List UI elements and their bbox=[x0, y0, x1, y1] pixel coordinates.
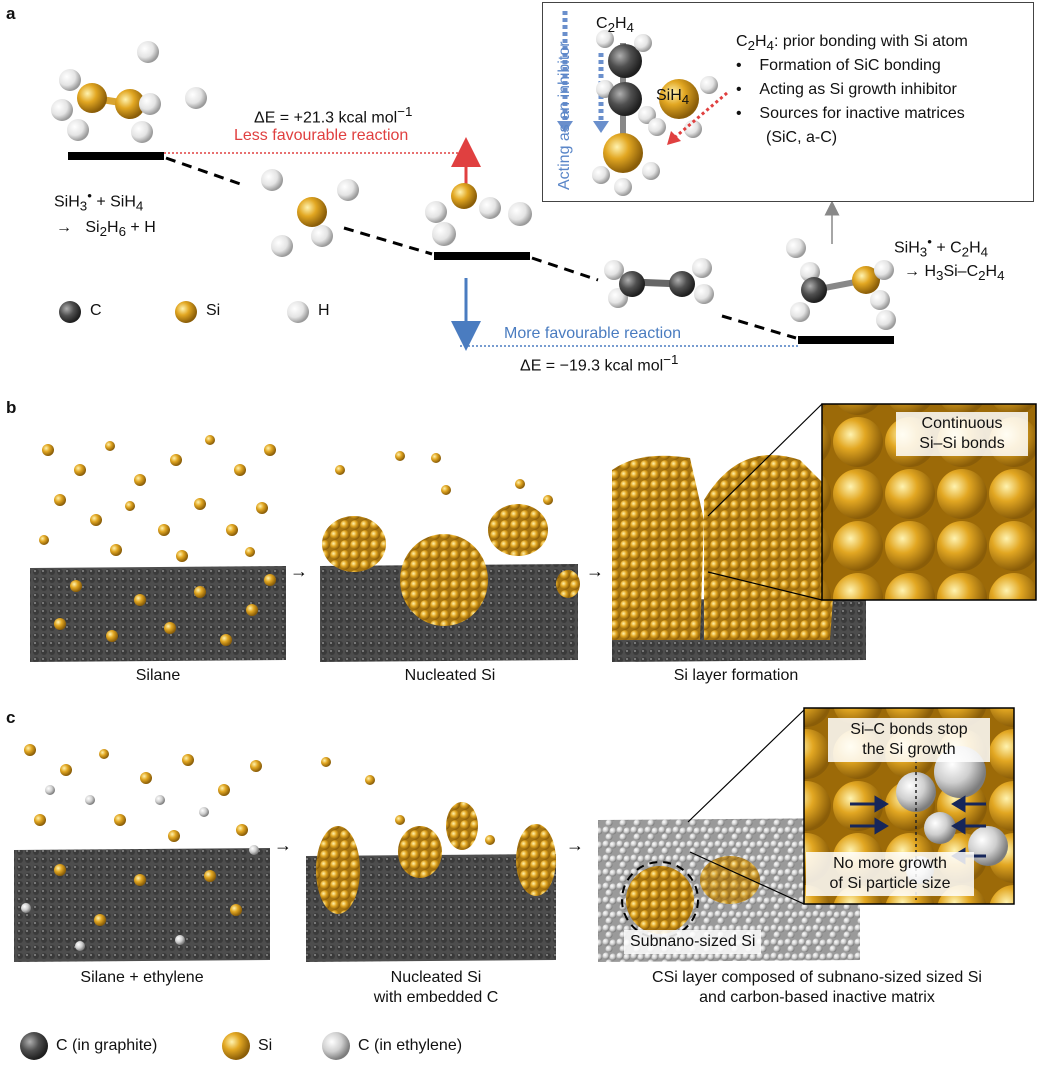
legend-si-atom-bottom bbox=[222, 1032, 250, 1060]
caption-nucleated-si: Nucleated Si bbox=[350, 666, 550, 686]
nucleated-si-embedded-c-snapshot bbox=[306, 757, 556, 962]
svg-text:→: → bbox=[566, 835, 584, 855]
caption-csi-layer: CSi layer composed of subnano-sized size… bbox=[602, 968, 1032, 1008]
legend-c-ethylene-atom bbox=[322, 1032, 350, 1060]
subnano-label: Subnano-sized Si bbox=[624, 930, 761, 954]
silane-snapshot bbox=[30, 435, 286, 662]
caption-si-layer: Si layer formation bbox=[636, 666, 836, 686]
caption-silane-ethylene: Silane + ethylene bbox=[42, 968, 242, 988]
legend-c-ethylene-label: C (in ethylene) bbox=[358, 1037, 462, 1055]
silane-ethylene-snapshot bbox=[14, 744, 270, 962]
svg-text:→: → bbox=[290, 561, 308, 581]
legend-c-graphite-label: C (in graphite) bbox=[56, 1037, 157, 1055]
caption-silane: Silane bbox=[58, 666, 258, 686]
legend-si-label-bottom: Si bbox=[258, 1037, 272, 1055]
nucleated-si-snapshot bbox=[320, 451, 580, 662]
legend-c-graphite-atom bbox=[20, 1032, 48, 1060]
svg-text:→: → bbox=[586, 561, 604, 581]
svg-text:→: → bbox=[274, 835, 292, 855]
